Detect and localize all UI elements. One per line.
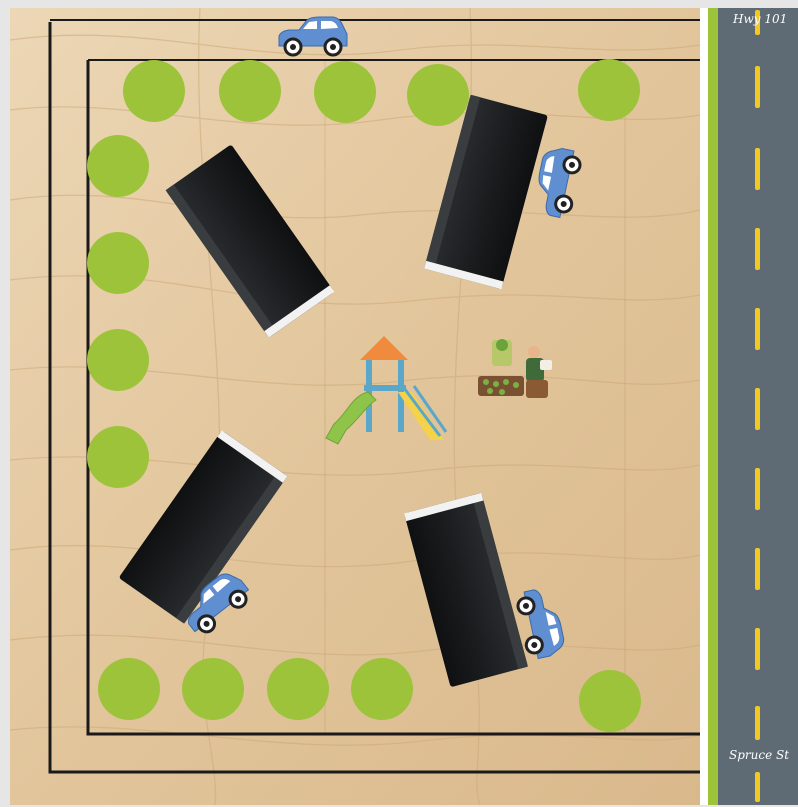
street-label: Spruce St [729,748,789,762]
highway-label: Hwy 101 [732,12,787,26]
tree-top-3 [314,61,376,123]
tree-bottom-3 [267,658,329,720]
tree-bottom-4 [351,658,413,720]
tree-top-1 [123,60,185,122]
highway-road: Hwy 101 Spruce St [700,8,798,805]
tree-left-1 [87,135,149,197]
tree-left-3 [87,329,149,391]
tree-bottom-1 [98,658,160,720]
tree-bottom-2 [182,658,244,720]
tree-left-4 [87,426,149,488]
tree-top-5 [578,59,640,121]
tree-bottom-5 [579,670,641,732]
tree-top-4 [407,64,469,126]
tree-left-2 [87,232,149,294]
tree-top-2 [219,60,281,122]
